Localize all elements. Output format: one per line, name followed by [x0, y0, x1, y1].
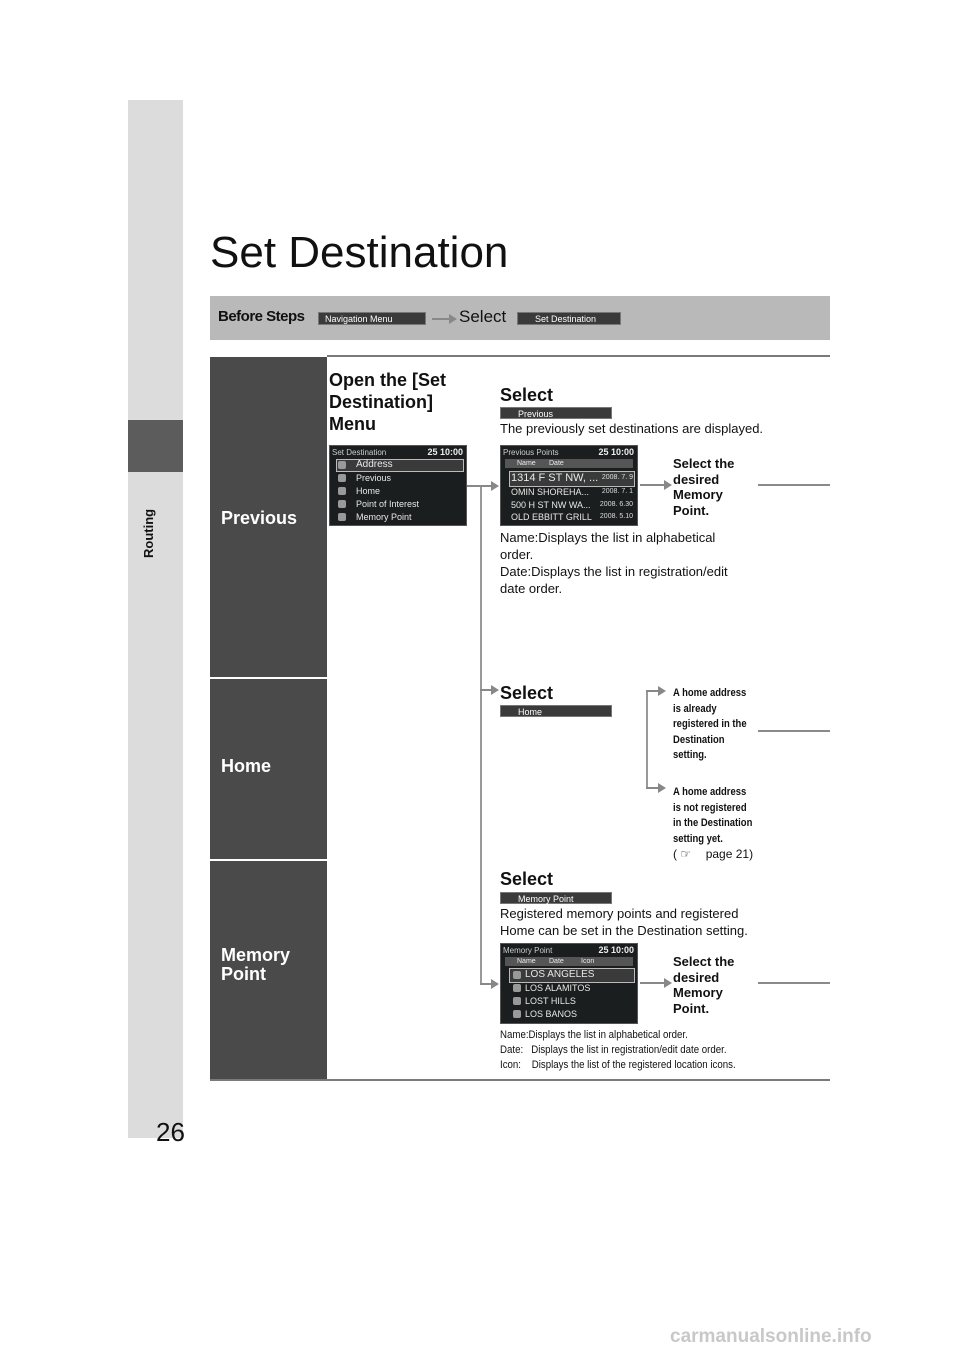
list-item-date: 2008. 7. 9 [601, 474, 633, 481]
menu-item-poi[interactable]: Point of Interest [356, 499, 420, 509]
tab-icon[interactable]: Icon [581, 958, 595, 965]
result-rule [758, 730, 830, 732]
previous-select-heading: Select [500, 385, 554, 405]
memory-point-icon [513, 984, 521, 992]
side-strip [128, 100, 183, 1138]
arrow-icon [432, 314, 457, 324]
menu-item-home[interactable]: Home [356, 486, 381, 496]
branch-line [646, 690, 648, 788]
screen-header: Memory Point [503, 946, 553, 955]
tab-name[interactable]: Name [517, 958, 536, 965]
before-steps-select: Select [459, 307, 507, 326]
previous-chip: Previous [500, 407, 612, 419]
screen-clock: 25 10:00 [598, 945, 634, 955]
memory-note-name: Name:Displays the list in alphabetical o… [500, 1029, 688, 1041]
screen-clock: 25 10:00 [427, 447, 463, 457]
tab-date[interactable]: Date [549, 958, 564, 965]
list-item-date: 2008. 5.10 [599, 513, 633, 520]
selection-highlight [336, 459, 464, 472]
watermark: carmanualsonline.info [670, 1326, 872, 1347]
list-item[interactable]: LOST HILLS [525, 996, 576, 1006]
screen-header: Previous Points [503, 448, 559, 457]
list-item[interactable]: 500 H ST NW WA... [511, 500, 591, 510]
set-destination-chip: Set Destination [517, 312, 621, 325]
result-rule [758, 484, 830, 486]
memory-point-icon [338, 513, 346, 521]
before-steps-label: Before Steps [218, 308, 305, 325]
list-item[interactable]: LOS ANGELES [525, 969, 595, 980]
sort-tabs: Name Date [505, 459, 633, 468]
section-tab-marker [128, 420, 183, 472]
list-item-date: 2008. 7. 1 [601, 488, 633, 495]
arrow-icon [640, 978, 672, 988]
memory-point-chip: Memory Point [500, 892, 612, 904]
arrow-icon [480, 979, 499, 989]
memory-select-heading: Select [500, 869, 554, 889]
row-memory-header [210, 861, 327, 1079]
memory-point-icon [513, 971, 521, 979]
memory-note-date: Date: Displays the list in registration/… [500, 1044, 727, 1056]
page-reference[interactable]: ( ☞ page 21) [673, 847, 754, 861]
flag-icon [338, 474, 346, 482]
open-menu-heading: Open the [Set Destination] Menu [329, 370, 447, 434]
selection-highlight [509, 968, 635, 983]
list-item[interactable]: LOS ALAMITOS [525, 983, 591, 993]
home-case-registered: A home address is already registered in … [673, 687, 747, 761]
home-select-heading: Select [500, 683, 554, 703]
memory-desc: Registered memory points and registered … [500, 906, 748, 938]
table-top-rule [327, 355, 830, 357]
result-rule [758, 982, 830, 984]
row-previous-header [210, 357, 327, 677]
list-item[interactable]: OLD EBBITT GRILL [511, 512, 592, 522]
memory-note-icon: Icon: Displays the list of the registere… [500, 1059, 736, 1071]
home-case-not-registered: A home address is not registered in the … [673, 786, 753, 845]
sort-tabs: Name Date Icon [505, 957, 633, 966]
arrow-icon [646, 686, 666, 696]
home-chip: Home [500, 705, 612, 717]
menu-item-memory-point[interactable]: Memory Point [356, 512, 412, 522]
tab-date[interactable]: Date [549, 460, 564, 467]
memory-point-screen: Memory Point 25 10:00 Name Date Icon LOS… [500, 943, 638, 1024]
list-item[interactable]: OMIN SHOREHA... [511, 487, 590, 497]
previous-note-date: Date:Displays the list in registration/e… [500, 564, 728, 596]
page-ref-text: page 21 [705, 847, 750, 861]
address-icon [338, 461, 346, 469]
memory-result: Select the desired Memory Point. [673, 954, 735, 1016]
home-icon [338, 487, 346, 495]
poi-icon [338, 500, 346, 508]
arrow-icon [480, 685, 499, 695]
arrow-icon [646, 783, 666, 793]
row-home-header [210, 679, 327, 859]
arrow-icon [640, 480, 672, 490]
selection-highlight [509, 471, 635, 487]
screen-clock: 25 10:00 [598, 447, 634, 457]
page-title: Set Destination [210, 228, 509, 277]
menu-item-previous[interactable]: Previous [356, 473, 392, 483]
arrow-icon [467, 481, 499, 491]
previous-desc: The previously set destinations are disp… [500, 421, 764, 436]
list-item[interactable]: LOS BANOS [525, 1009, 578, 1019]
table-bottom-rule [210, 1079, 830, 1081]
reference-hand-icon: ☞ [680, 847, 692, 861]
navigation-menu-chip: Navigation Menu [318, 312, 426, 325]
screen-header: Set Destination [332, 448, 387, 457]
menu-item-address[interactable]: Address [356, 459, 393, 470]
list-item[interactable]: 1314 F ST NW, ... [511, 472, 599, 484]
row-label-memory: Memory Point [221, 945, 291, 984]
previous-result: Select the desired Memory Point. [673, 456, 735, 518]
tab-name[interactable]: Name [517, 460, 536, 467]
row-label-home: Home [221, 756, 272, 776]
list-item-date: 2008. 6.30 [599, 501, 633, 508]
row-label-previous: Previous [221, 508, 298, 528]
section-label: Routing [141, 508, 156, 558]
memory-point-icon [513, 997, 521, 1005]
set-destination-screen: Set Destination 25 10:00 Address Previou… [329, 445, 467, 526]
connector-line [480, 485, 482, 984]
previous-points-screen: Previous Points 25 10:00 Name Date 1314 … [500, 445, 638, 526]
page-number: 26 [156, 1117, 185, 1147]
memory-point-icon [513, 1010, 521, 1018]
previous-note-name: Name:Displays the list in alphabetical o… [500, 530, 716, 562]
